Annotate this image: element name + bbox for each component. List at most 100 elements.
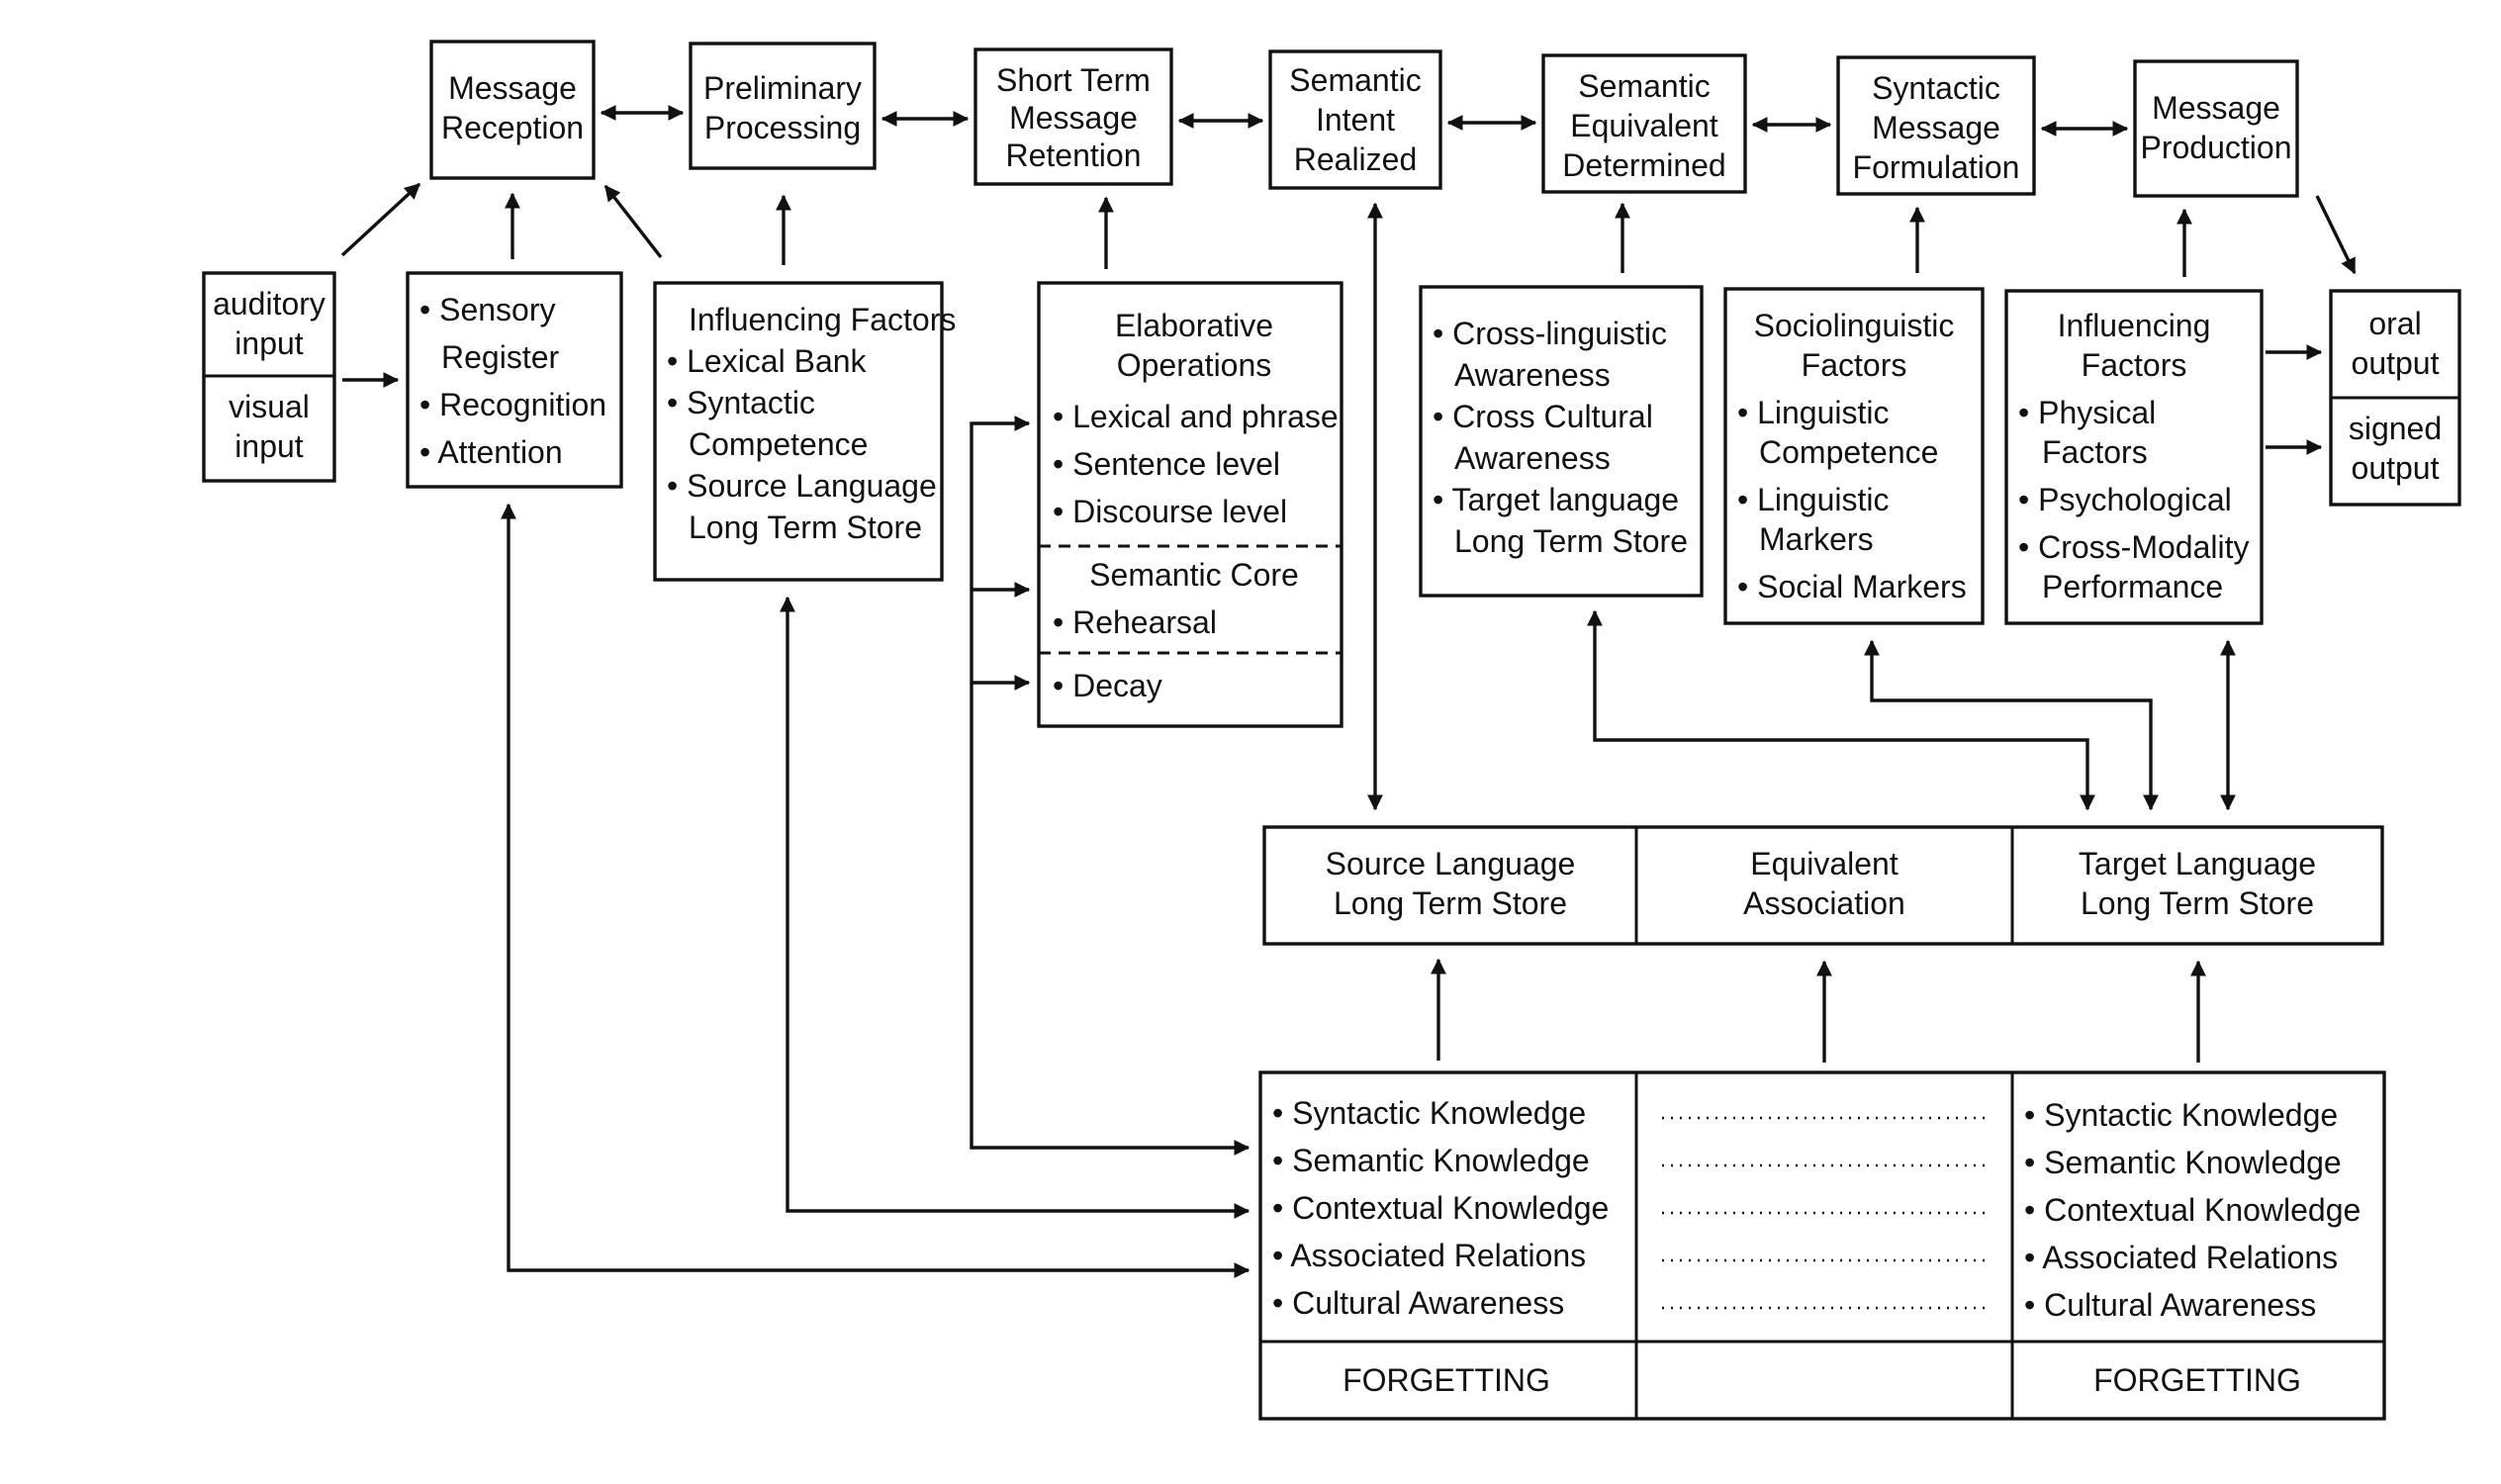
elaborative-operations-box: Elaborative Operations • Lexical and phr… [1037,281,1343,728]
sociolinguistic-item-3: • Social Markers [1737,569,1967,604]
text-line: • Syntactic [667,385,815,420]
text-line: output [2352,450,2440,486]
sociolinguistic-title-1: Sociolinguistic [1754,308,1955,343]
text-line: visual [229,389,310,424]
text-line: • Syntactic Knowledge [2024,1097,2338,1133]
text-line: Short Term [996,62,1151,98]
arrow-input-to-reception [340,182,421,257]
text-line: input [234,428,304,464]
arrow-socio-to-target-store [1864,639,2159,811]
text-line: Awareness [1454,440,1611,476]
text-line: • Semantic Knowledge [1272,1143,1590,1178]
influencing-target-title-2: Factors [2082,347,2187,383]
text-line: Long Term Store [1334,885,1567,921]
sociolinguistic-item-2b: Markers [1759,521,1874,557]
influencing-factors-target-box: Influencing Factors • Physical Factors •… [2004,289,2264,625]
forgetting-target: FORGETTING [2093,1362,2301,1398]
influencing-target-item-1: • Physical [2018,395,2156,430]
text-line: • Cross Cultural [1433,399,1653,434]
text-line: Association [1743,885,1905,921]
text-line: Intent [1316,102,1395,138]
decay-item: • Decay [1053,668,1162,703]
influencing-target-item-2: • Psychological [2018,482,2232,517]
text-line: • Associated Relations [2024,1240,2338,1275]
text-line: Reception [441,110,584,145]
text-line: • Cultural Awareness [2024,1287,2316,1323]
arrow-production-to-output [2315,195,2357,275]
influencing-target-title-1: Influencing [2058,308,2211,343]
text-line: Production [2141,130,2292,165]
text-line: auditory [213,286,325,322]
text-line: • Contextual Knowledge [2024,1192,2361,1228]
elaborative-title-2: Operations [1117,347,1272,383]
knowledge-table: • Syntactic Knowledge • Semantic Knowledg… [1258,1070,2386,1421]
sociolinguistic-item-1b: Competence [1759,434,1938,470]
elaborative-title-1: Elaborative [1115,308,1273,343]
text-line: Semantic [1578,68,1710,104]
text-line: • Cultural Awareness [1272,1285,1564,1321]
text-line: • Attention [419,434,563,470]
text-line: • Target language [1433,482,1679,517]
sociolinguistic-factors-box: Sociolinguistic Factors • Linguistic Com… [1723,287,1985,625]
text-line: Determined [1562,147,1725,183]
text-line: Competence [689,426,868,462]
text-line: Message [1009,100,1138,136]
signed-output-label: signed output [2349,411,2442,486]
text-line: Syntactic [1872,70,2000,106]
forgetting-source: FORGETTING [1343,1362,1550,1398]
text-line: Message [1872,110,2000,145]
influencing-target-item-1b: Factors [2042,434,2148,470]
text-line: Long Term Store [689,510,922,545]
visual-input-label: visual input [229,389,310,464]
text-line: Message [448,70,577,106]
text-line: • Recognition [419,387,606,422]
text-line: Message [2152,90,2280,126]
text-line: • Cross-linguistic [1433,316,1667,351]
elaborative-item-lexical: • Lexical and phrase [1053,399,1339,434]
output-box: oral output signed output [2329,289,2461,507]
text-line: Influencing Factors [689,302,956,337]
text-line: • Semantic Knowledge [2024,1145,2342,1180]
oral-output-label: oral output [2352,306,2440,381]
text-line: Target Language [2079,846,2316,881]
elaborative-item-sentence: • Sentence level [1053,446,1280,482]
influencing-target-item-3: • Cross-Modality [2018,529,2249,565]
text-line: oral [2368,306,2421,341]
source-knowledge-list: • Syntactic Knowledge• Semantic Knowledg… [1272,1095,1609,1321]
semantic-core-rehearsal: • Rehearsal [1053,604,1217,640]
text-line: Equivalent [1750,846,1899,881]
text-line: output [2352,345,2440,381]
text-line: Realized [1294,141,1418,177]
text-line: • Lexical Bank [667,343,868,379]
text-line: signed [2349,411,2442,446]
text-line: input [234,325,304,361]
text-line: Long Term Store [2081,885,2314,921]
influencing-target-item-3b: Performance [2042,569,2223,604]
text-line: • Contextual Knowledge [1272,1190,1609,1226]
sociolinguistic-title-2: Factors [1802,347,1907,383]
arrow-knowledge-to-sensory [501,503,1250,1278]
text-line: Register [441,339,560,375]
target-knowledge-list: • Syntactic Knowledge • Semantic Knowledg… [2024,1097,2361,1323]
text-line: Preliminary [703,70,862,106]
text-line: Processing [704,110,861,145]
text-line: Retention [1006,138,1142,173]
text-line: Semantic [1289,62,1421,98]
sociolinguistic-item-2: • Linguistic [1737,482,1890,517]
text-line: Awareness [1454,357,1611,393]
